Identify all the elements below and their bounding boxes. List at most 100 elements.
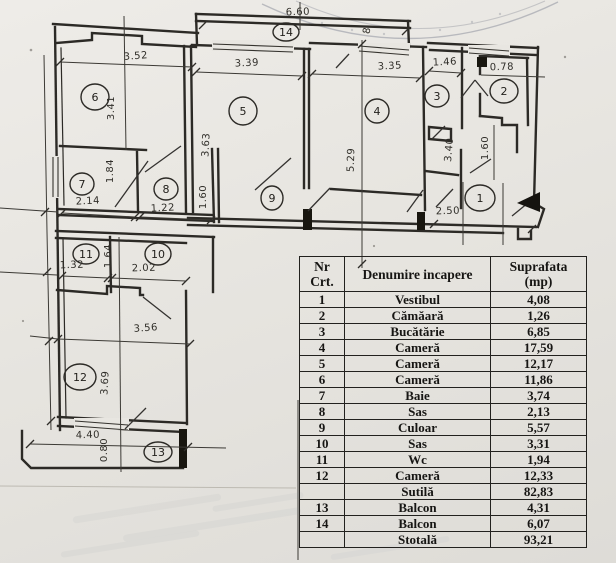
dimension-label-room4_height: 5.29 [346, 148, 358, 173]
dimension-label-room11_width: 1.32 [60, 260, 85, 272]
header-suprafata-line2: (mp) [524, 274, 553, 289]
area-cell: 6,07 [490, 515, 587, 532]
svg-text:3: 3 [434, 90, 441, 103]
nr-cell: 14 [299, 515, 345, 532]
area-cell: 3,31 [490, 435, 587, 452]
header-nr-line2: Crt. [310, 274, 334, 289]
area-cell: 4,31 [490, 499, 587, 516]
svg-text:9: 9 [269, 192, 276, 205]
area-cell: 12,17 [490, 355, 587, 372]
svg-text:5: 5 [240, 105, 247, 118]
dimension-label-top_mark: 8 [362, 26, 374, 35]
svg-text:10: 10 [151, 248, 165, 261]
room-name-cell: Vestibul [344, 291, 491, 308]
nr-cell: 4 [299, 339, 345, 356]
svg-text:7: 7 [79, 178, 86, 191]
room-number-1: 1 [464, 184, 496, 212]
nr-cell [299, 483, 345, 500]
room-number-9: 9 [260, 185, 284, 211]
dimension-label-room1_height: 1.60 [480, 136, 491, 160]
room-number-13: 13 [143, 441, 173, 463]
dimension-label-room1_width: 2.50 [436, 206, 461, 218]
dimension-label-room4_width: 3.35 [377, 60, 402, 72]
dimension-label-room7_height: 1.84 [105, 159, 116, 183]
nr-cell: 7 [299, 387, 345, 404]
area-cell: 93,21 [490, 531, 587, 548]
room-name-cell: Bucătărie [344, 323, 491, 340]
dimension-label-balcony13_width: 4.40 [76, 430, 101, 442]
room-number-11: 11 [72, 243, 100, 265]
nr-cell: 8 [299, 403, 345, 420]
nr-cell: 6 [299, 371, 345, 388]
room-number-10: 10 [144, 242, 172, 266]
room-number-2: 2 [489, 78, 519, 104]
room-name-cell: Cameră [344, 355, 491, 372]
room-name-cell: Sutilă [344, 483, 491, 500]
room-number-3: 3 [424, 84, 450, 108]
svg-text:2: 2 [501, 85, 508, 98]
nr-cell: 3 [299, 323, 345, 340]
dimension-label-room11_height: 1.64 [103, 244, 114, 268]
dimension-label-room12_height: 3.69 [99, 370, 111, 395]
nr-cell: 5 [299, 355, 345, 372]
dimension-label-room8_width: 1.22 [150, 202, 175, 214]
nr-cell: 1 [299, 291, 345, 308]
room-number-12: 12 [63, 363, 97, 391]
room-name-cell: Wc [344, 451, 491, 468]
room-name-cell: Culoar [344, 419, 491, 436]
dimension-label-balcony14_width: 6.60 [286, 7, 311, 19]
area-cell: 1,26 [490, 307, 587, 324]
dimension-label-room3_height: 3.40 [443, 137, 456, 162]
area-cell: 2,13 [490, 403, 587, 420]
header-suprafata-line1: Suprafata [509, 259, 568, 274]
area-cell: 1,94 [490, 451, 587, 468]
paper-specks [21, 48, 567, 323]
dimension-ticks [25, 20, 537, 452]
dimension-label-room2_width: 0.78 [490, 62, 515, 74]
nr-cell: 12 [299, 467, 345, 484]
room-name-cell: Cameră [344, 371, 491, 388]
header-denumire: Denumire incapere [344, 256, 491, 292]
svg-text:14: 14 [279, 26, 293, 39]
room-number-4: 4 [364, 98, 390, 124]
room-number-14: 14 [272, 22, 300, 42]
door-swings [114, 53, 535, 430]
area-cell: 3,74 [490, 387, 587, 404]
svg-text:13: 13 [151, 446, 165, 459]
dimension-label-room6_width: 3.52 [123, 50, 148, 63]
room-number-5: 5 [228, 96, 258, 126]
svg-text:4: 4 [374, 105, 381, 118]
nr-cell [299, 531, 345, 548]
dimension-label-room5_width: 3.39 [234, 57, 259, 69]
dimension-label-room6_height: 3.41 [106, 96, 117, 120]
dimension-label-room12_width: 3.56 [133, 322, 158, 335]
room-name-cell: Balcon [344, 515, 491, 532]
nr-cell: 10 [299, 435, 345, 452]
room-number-6: 6 [80, 83, 110, 111]
room-name-cell: Sas [344, 403, 491, 420]
dimension-label-room10_width: 2.02 [132, 263, 157, 275]
nr-cell: 2 [299, 307, 345, 324]
svg-text:12: 12 [73, 371, 87, 384]
wall-fill-layer [179, 57, 487, 468]
area-cell: 82,83 [490, 483, 587, 500]
area-table-header: Nr Crt. Denumire incapere Suprafata (mp) [299, 256, 587, 292]
area-cell: 12,33 [490, 467, 587, 484]
nr-cell: 9 [299, 419, 345, 436]
dimension-label-balcony13_depth: 0.80 [99, 438, 110, 462]
